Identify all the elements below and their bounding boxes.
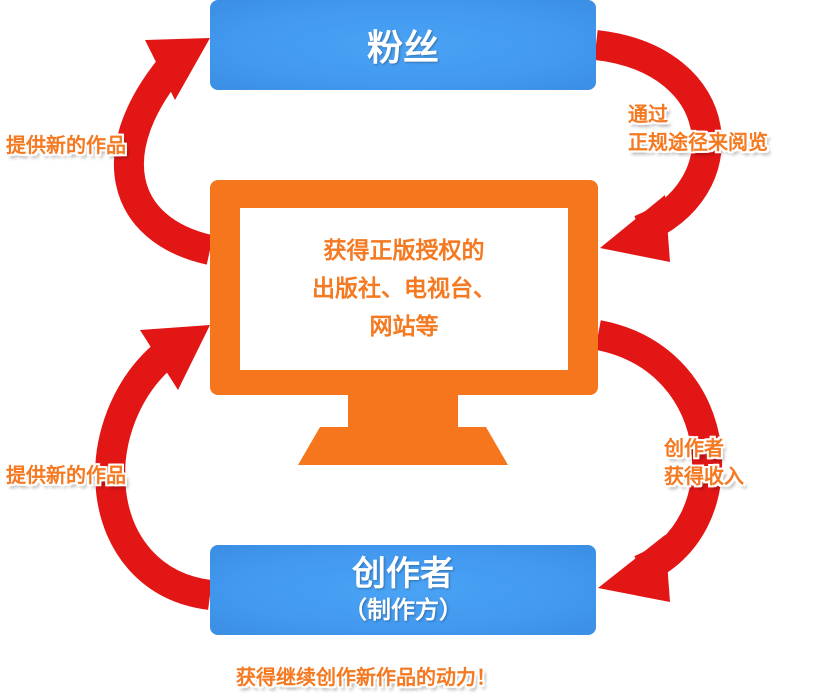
monitor-line: 出版社、电视台、: [312, 276, 496, 302]
arrowhead-top-right: [600, 195, 670, 262]
label-line: 通过: [628, 102, 668, 126]
creator-sub: （制作方）: [343, 596, 463, 624]
monitor-screen: 获得正版授权的 出版社、电视台、 网站等: [240, 208, 568, 370]
arrowhead-top-left: [145, 38, 210, 100]
arrow-bottom-left: [95, 338, 213, 610]
label-top-left: 提供新的作品: [6, 133, 126, 157]
arrow-bottom-right: [594, 320, 723, 584]
fans-label: 粉丝: [366, 28, 439, 69]
arrowhead-bottom-left: [140, 325, 210, 390]
creator-label: 创作者: [352, 554, 454, 594]
arrow-top-right: [594, 30, 722, 244]
label-bottom-left: 提供新的作品: [6, 463, 126, 487]
arrowhead-bottom-right: [598, 535, 670, 602]
arrow-top-left: [114, 52, 214, 265]
label-line: 获得收入: [664, 464, 744, 488]
label-line: 正规途径来阅览: [628, 130, 768, 154]
footer-caption: 获得继续创作新作品的动力！: [236, 665, 496, 689]
fans-box: 粉丝: [210, 0, 596, 90]
monitor-line: 网站等: [369, 314, 439, 340]
label-line: 创作者: [664, 436, 724, 460]
label-bottom-right: 创作者获得收入: [664, 434, 744, 490]
creator-box: 创作者 （制作方）: [210, 545, 596, 635]
monitor-line: 获得正版授权的: [323, 238, 485, 264]
label-top-right: 通过正规途径来阅览: [628, 100, 768, 156]
